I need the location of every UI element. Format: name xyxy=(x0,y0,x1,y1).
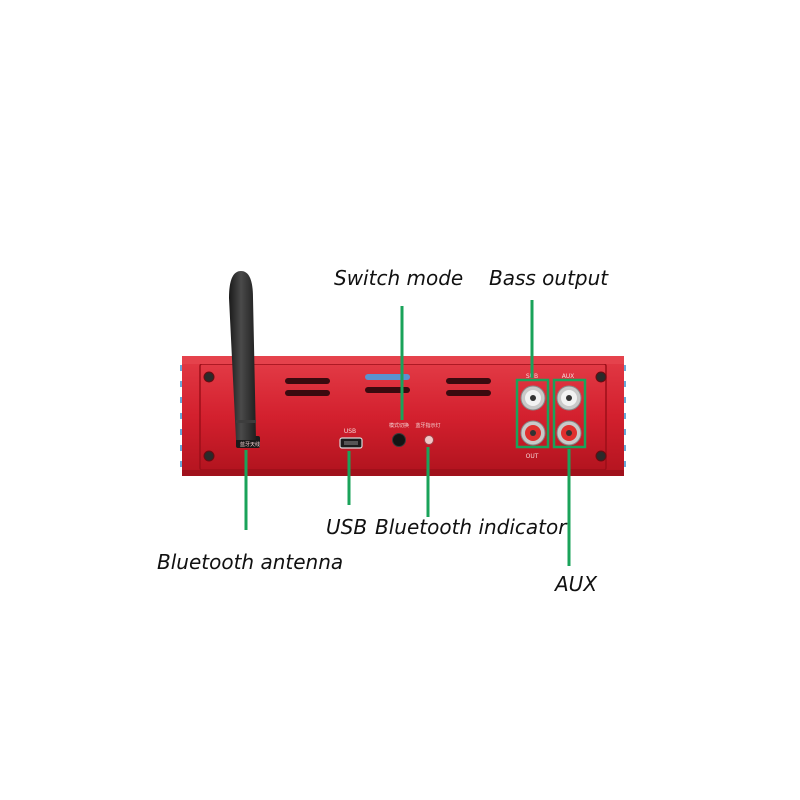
highlight-boxes xyxy=(515,378,587,449)
bluetooth-indicator-led: 蓝牙指示灯 xyxy=(415,422,441,445)
bluetooth-indicator-label: Bluetooth indicator xyxy=(375,515,567,539)
aux-highlight xyxy=(552,378,587,449)
bluetooth-antenna: 蓝牙天线 xyxy=(229,271,260,448)
bluetooth-antenna-label: Bluetooth antenna xyxy=(157,550,344,574)
aux-label: AUX xyxy=(555,572,598,596)
panel-screws xyxy=(203,371,607,462)
leader-lines xyxy=(244,300,571,566)
antenna-panel-label: 蓝牙天线 xyxy=(240,441,260,448)
bass-output-highlight xyxy=(515,378,550,449)
bass-output-label: Bass output xyxy=(489,266,609,290)
vent-slots xyxy=(285,374,491,396)
mode-panel-label: 模式切换 xyxy=(389,422,409,429)
indicator-panel-label: 蓝牙指示灯 xyxy=(415,422,440,429)
switch-mode-label: Switch mode xyxy=(334,266,464,290)
usb-label: USB xyxy=(326,515,368,539)
usb-port: USB xyxy=(339,428,363,449)
aux-panel-label: AUX xyxy=(562,373,575,380)
out-panel-label: OUT xyxy=(526,453,539,460)
usb-panel-label: USB xyxy=(344,428,356,435)
mode-switch-button: 模式切换 xyxy=(389,422,409,447)
